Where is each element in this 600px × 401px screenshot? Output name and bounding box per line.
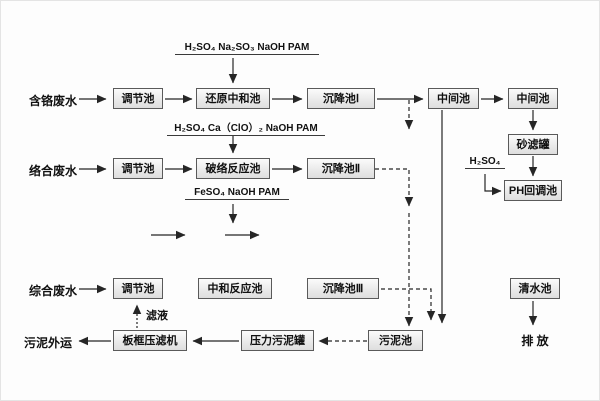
- sedimentation-tank-1-box: 沉降池Ⅰ: [307, 88, 375, 109]
- discharge-label: 排 放: [521, 334, 549, 348]
- plate-frame-filter-press-box: 板框压滤机: [113, 330, 187, 351]
- intermediate-tank-1-box: 中间池: [428, 88, 479, 109]
- ph-readjust-tank-box: PH回调池: [504, 180, 562, 201]
- solid-flow-arrows: [78, 58, 538, 346]
- pressure-sludge-tank-box: 压力污泥罐: [241, 330, 314, 351]
- chemical-dosing-label-3: FeSO₄ NaOH PAM: [185, 187, 289, 200]
- chromium-wastewater-label: 含铬废水: [28, 94, 77, 108]
- reduction-neutralization-tank-box: 还原中和池: [196, 88, 270, 109]
- regulating-tank-1-box: 调节池: [113, 88, 163, 109]
- sand-filter-tank-box: 砂滤罐: [508, 134, 558, 155]
- dashed-sludge-arrows: [132, 100, 436, 346]
- sedimentation-tank-2-box: 沉降池Ⅱ: [307, 158, 375, 179]
- regulating-tank-3-box: 调节池: [113, 278, 163, 299]
- filtrate-label: 滤液: [146, 310, 168, 322]
- h2so4-dosing-label: H₂SO₄: [465, 156, 505, 169]
- neutralization-reaction-tank-box: 中和反应池: [198, 278, 272, 299]
- regulating-tank-2-box: 调节池: [113, 158, 163, 179]
- complex-wastewater-label: 络合废水: [28, 164, 77, 178]
- chemical-dosing-label-2: H₂SO₄ Ca（ClO）₂ NaOH PAM: [167, 119, 325, 136]
- comprehensive-wastewater-label: 综合废水: [28, 284, 77, 298]
- sedimentation-tank-3-box: 沉降池Ⅲ: [307, 278, 379, 299]
- chemical-dosing-label-1: H₂SO₄ Na₂SO₃ NaOH PAM: [175, 42, 319, 55]
- intermediate-tank-2-box: 中间池: [508, 88, 558, 109]
- clear-water-tank-box: 清水池: [510, 278, 560, 299]
- decomplex-reaction-tank-box: 破络反应池: [196, 158, 270, 179]
- sludge-tank-box: 污泥池: [368, 330, 423, 351]
- sludge-outward-label: 污泥外运: [23, 336, 72, 350]
